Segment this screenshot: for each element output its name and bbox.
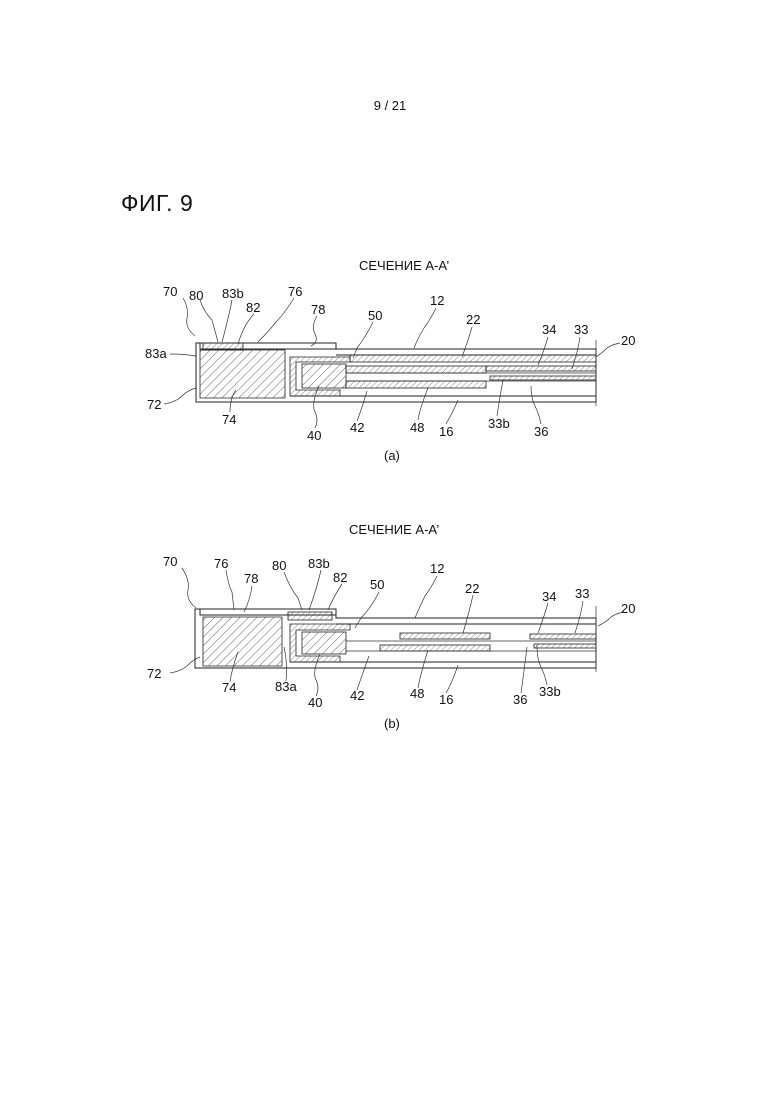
ref-label: 80 xyxy=(272,558,286,573)
ref-label: 34 xyxy=(542,589,556,604)
ref-label: 16 xyxy=(439,692,453,707)
ref-label: 82 xyxy=(333,570,347,585)
ref-label: 76 xyxy=(214,556,228,571)
ref-label: 48 xyxy=(410,686,424,701)
ref-label: 78 xyxy=(244,571,258,586)
ref-label: 20 xyxy=(621,601,635,616)
ref-label: 70 xyxy=(163,554,177,569)
ref-label: 22 xyxy=(465,581,479,596)
ref-label: 33b xyxy=(539,684,561,699)
ref-label: 72 xyxy=(147,666,161,681)
ref-label: 83b xyxy=(308,556,330,571)
ref-label: 83a xyxy=(275,679,297,694)
ref-label: 36 xyxy=(513,692,527,707)
ref-label: 50 xyxy=(370,577,384,592)
ref-label: 42 xyxy=(350,688,364,703)
ref-label: 12 xyxy=(430,561,444,576)
ref-label: 40 xyxy=(308,695,322,710)
ref-label: 74 xyxy=(222,680,236,695)
ref-label: 33 xyxy=(575,586,589,601)
